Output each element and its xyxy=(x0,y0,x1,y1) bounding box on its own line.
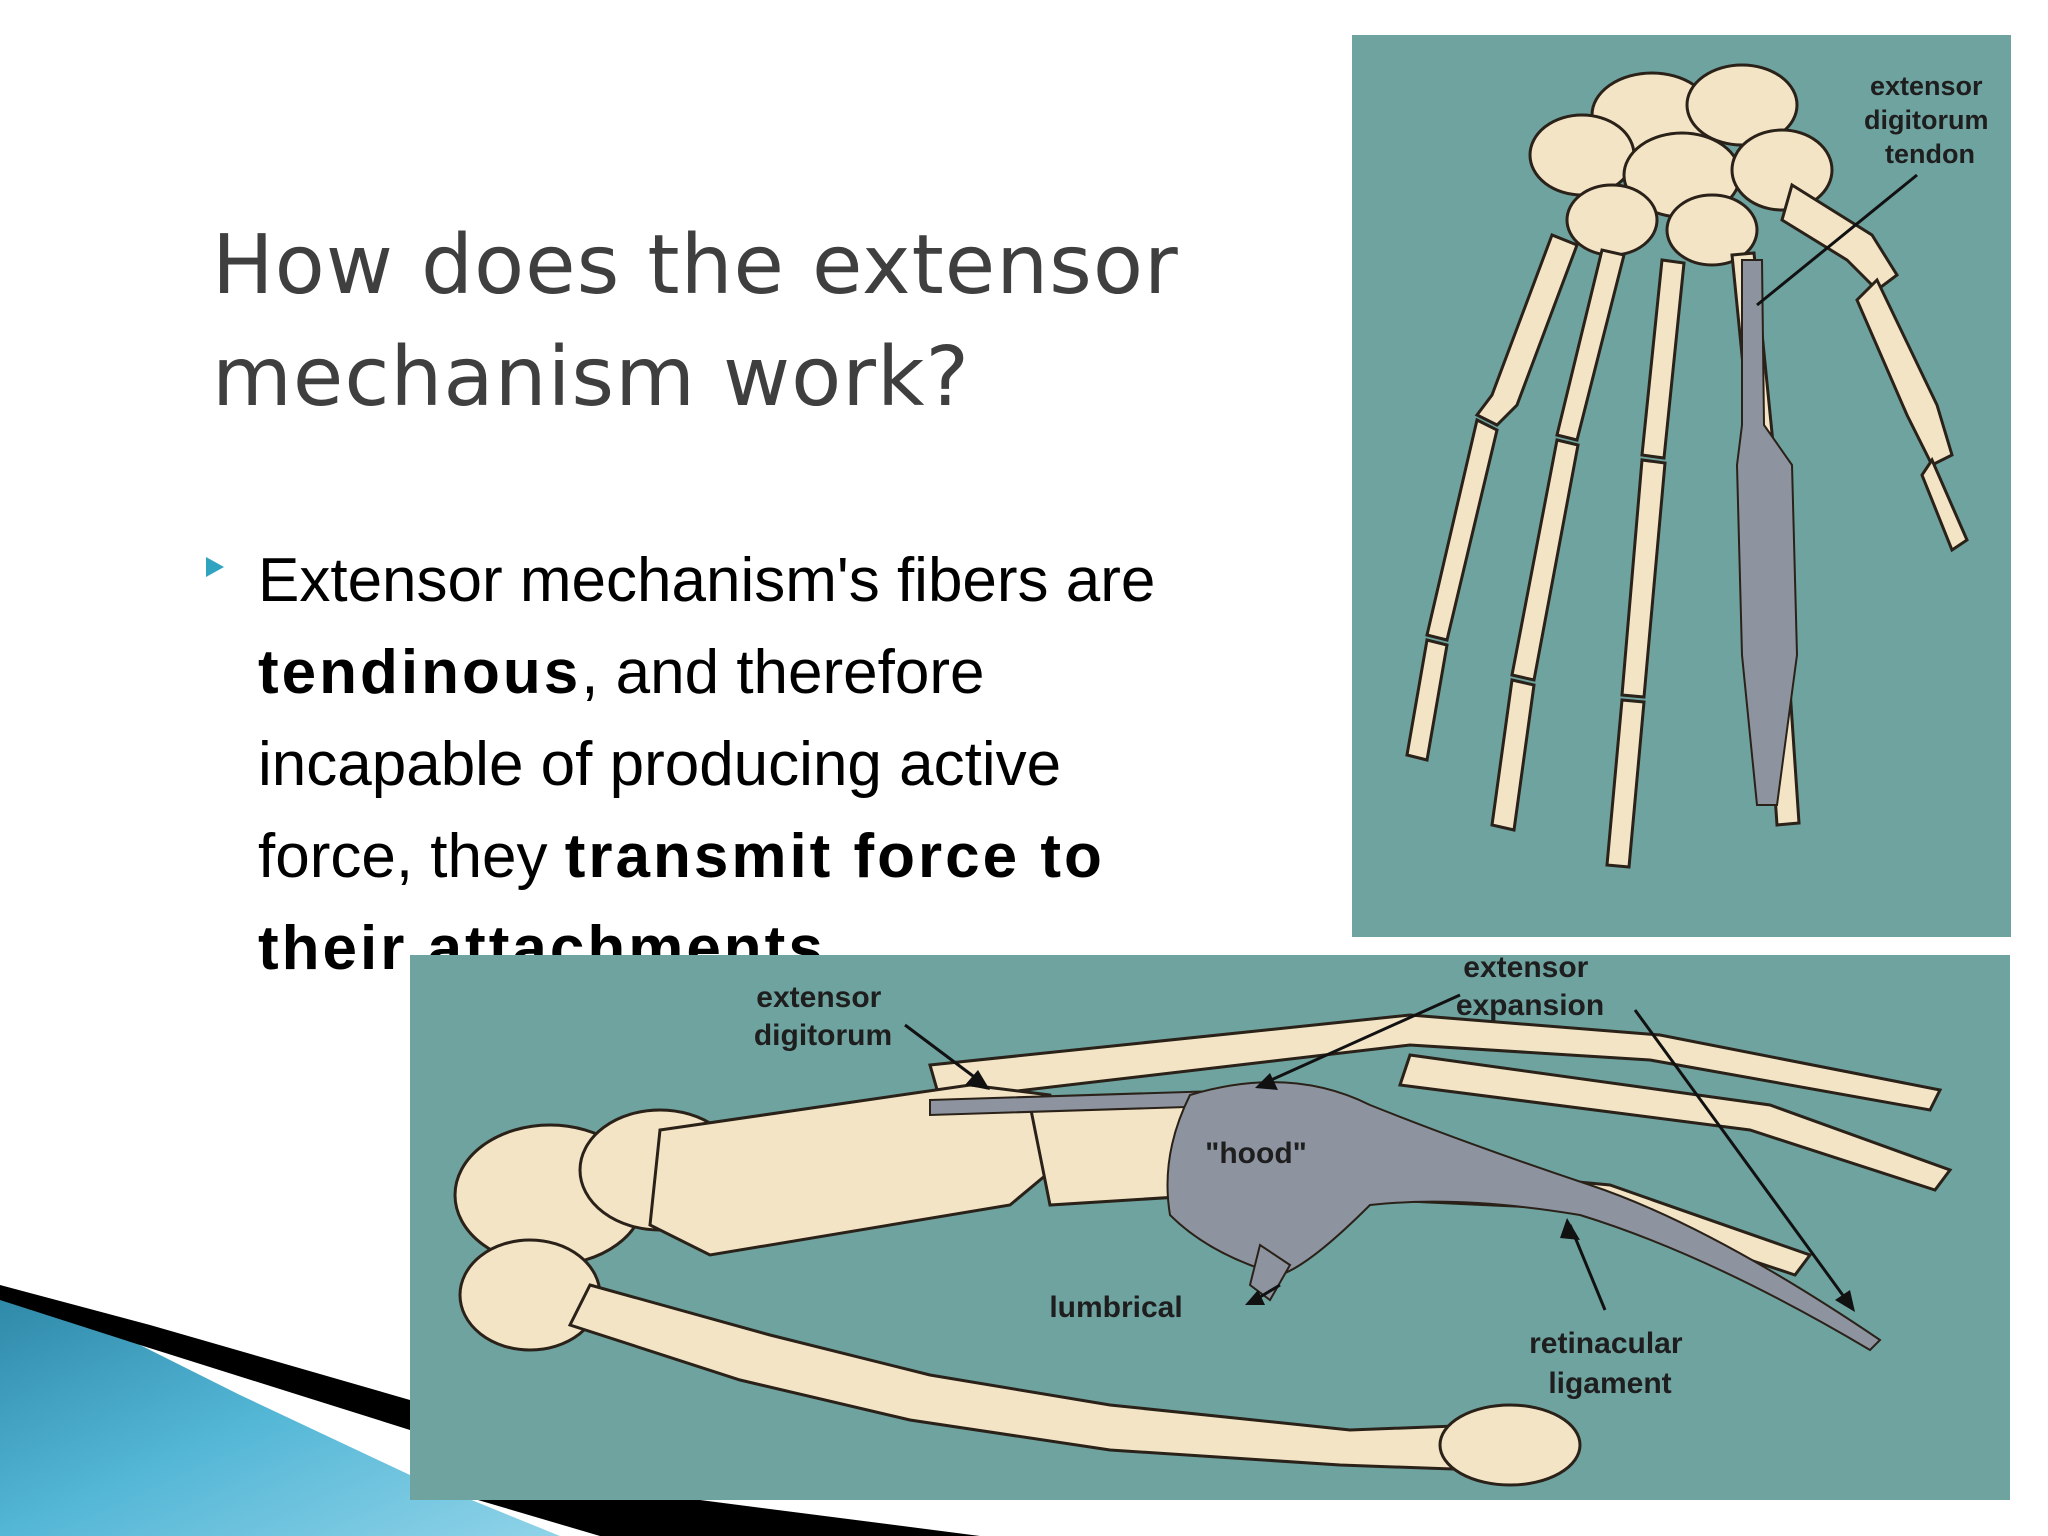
bullet-line-4: force, they transmit force to xyxy=(258,811,1338,903)
label-expansion-line-1: extensor xyxy=(1463,955,1588,984)
label-digitorum-line-2: digitorum xyxy=(754,1019,892,1052)
bullet-line-2-rest: , and therefore xyxy=(581,638,985,707)
finger-extensor-figure: extensor digitorum extensor expansion "h… xyxy=(410,955,2010,1500)
hand-skeleton-figure: extensor digitorum tendon xyxy=(1352,35,2011,937)
label-tendon-line-2: digitorum xyxy=(1864,105,1988,135)
bullet-line-3: incapable of producing active xyxy=(258,730,1062,799)
svg-text:extensor digitorum: extensor digitorum xyxy=(754,981,892,1052)
bullet-line-2: tendinous, and therefore xyxy=(258,627,1338,719)
label-hood: "hood" xyxy=(1205,1137,1307,1170)
label-expansion-line-2: expansion xyxy=(1456,989,1604,1022)
bold-transmit-force: transmit force to xyxy=(564,822,1105,891)
svg-text:extensor digitorum: extensor digitorum tendon xyxy=(1864,71,1996,169)
label-tendon-line-3: tendon xyxy=(1885,139,1975,169)
label-lumbrical: lumbrical xyxy=(1049,1291,1182,1324)
bullet-line-1: Extensor mechanism's fibers are xyxy=(258,546,1156,615)
label-retinacular-line-2: ligament xyxy=(1548,1367,1671,1400)
bullet-triangle-icon xyxy=(206,557,224,577)
title-line-1: How does the extensor xyxy=(212,218,1179,313)
svg-text:retinacular ligament: retinacular ligament xyxy=(1529,1327,1691,1400)
slide-title: How does the extensor mechanism work? xyxy=(212,210,1332,434)
bullet-line-4-plain: force, they xyxy=(258,822,565,891)
label-retinacular-line-1: retinacular xyxy=(1529,1327,1683,1360)
title-line-2: mechanism work? xyxy=(212,330,971,425)
label-tendon-line-1: extensor xyxy=(1870,71,1983,101)
label-digitorum-line-1: extensor xyxy=(756,981,881,1014)
svg-text:extensor expansion: extensor expansion xyxy=(1456,955,1604,1022)
bullet-text: Extensor mechanism's fibers are tendinou… xyxy=(258,535,1338,995)
bold-tendinous: tendinous xyxy=(258,638,582,707)
